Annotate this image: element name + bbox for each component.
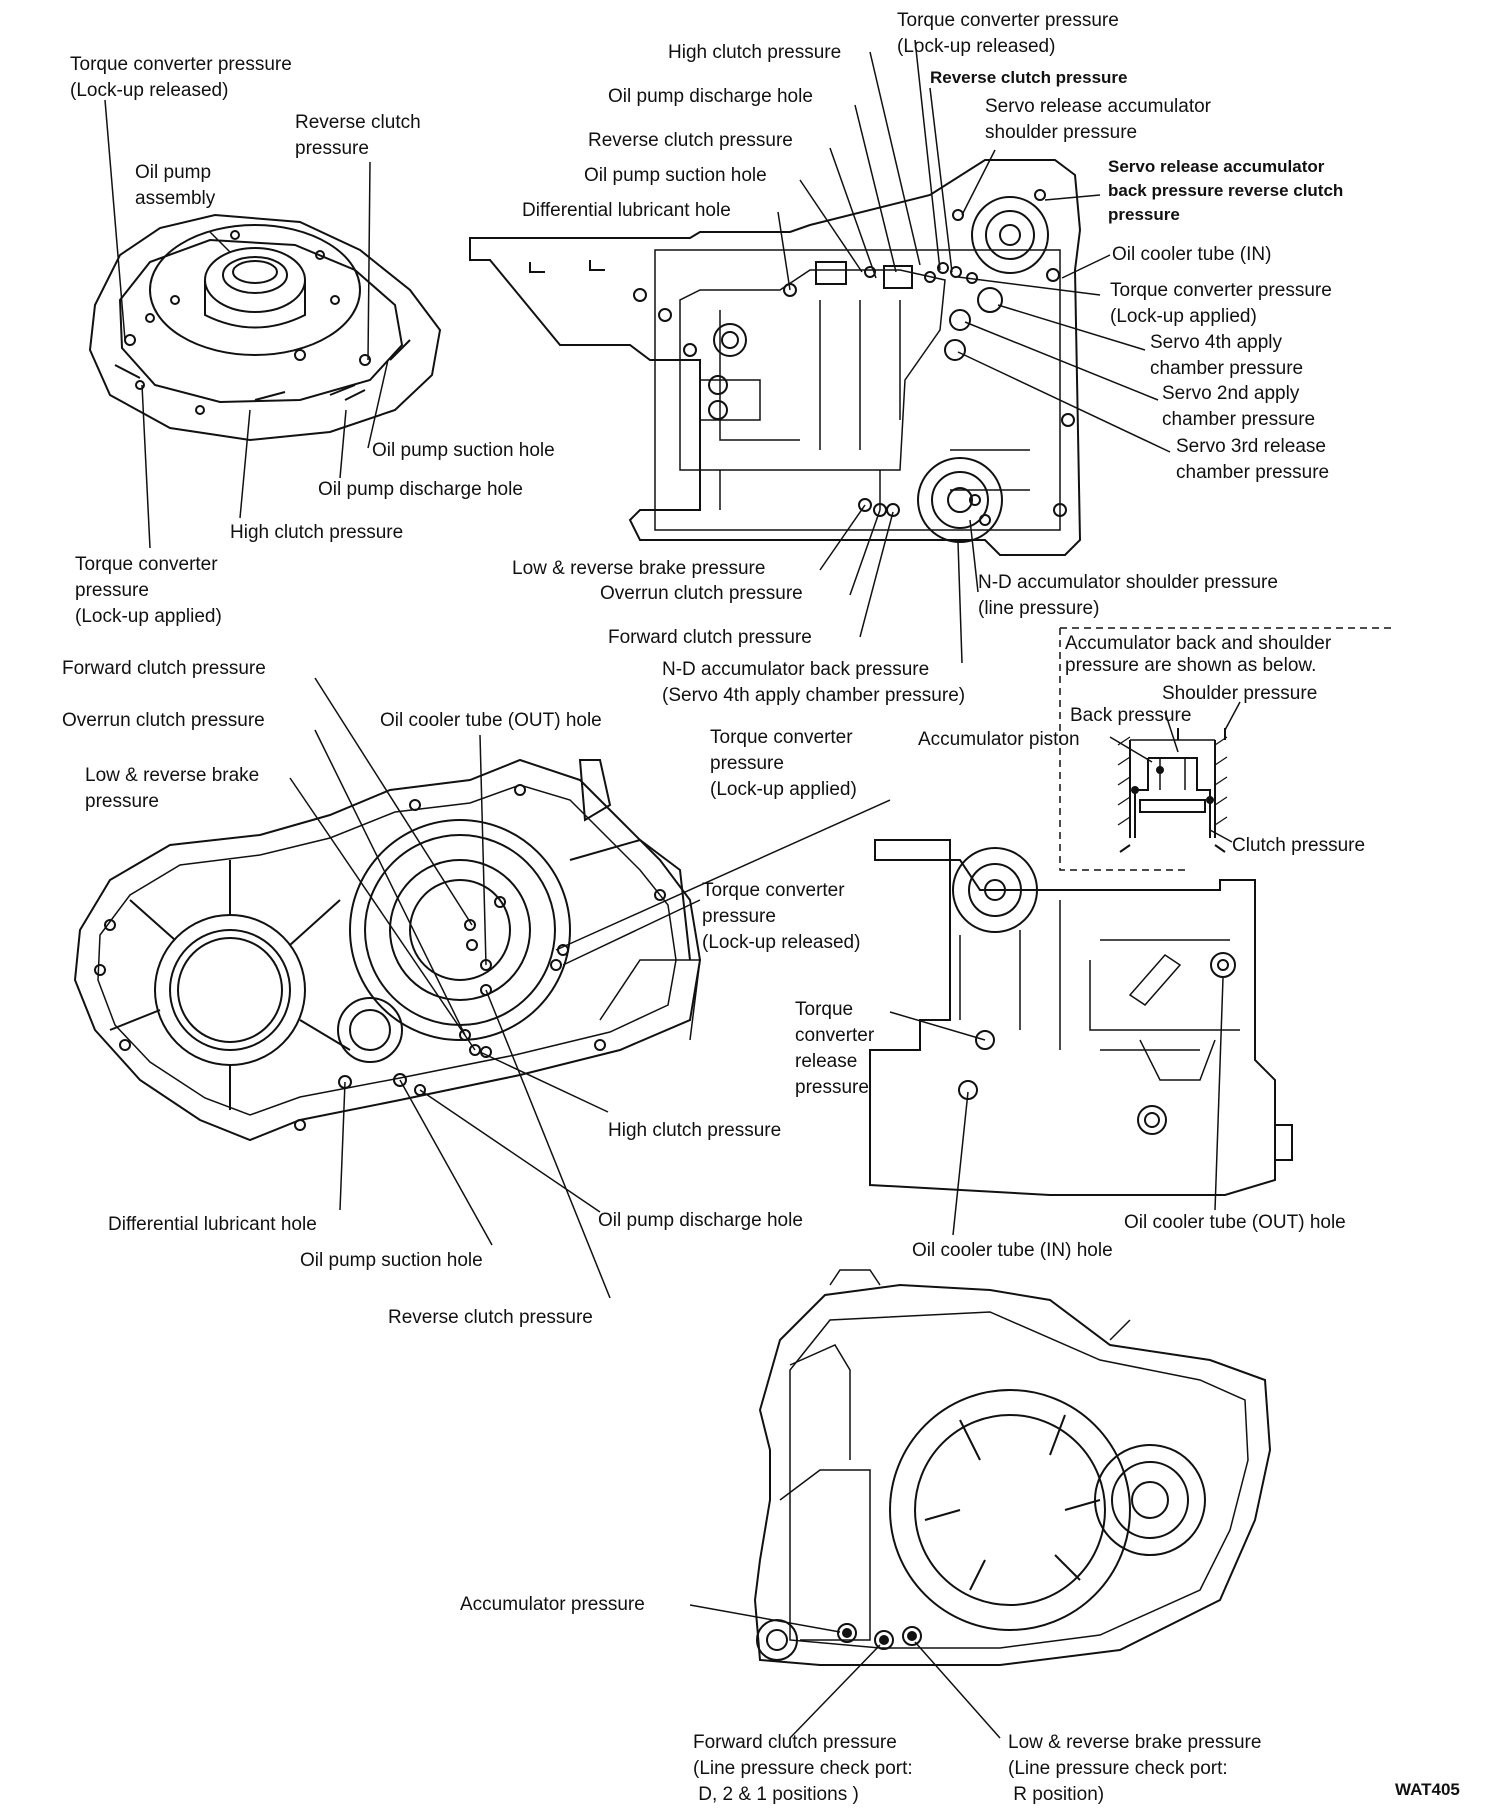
- side-tc-release-label: Torque converter release pressure: [795, 999, 875, 1098]
- pump-reverse-clutch-label: Reverse clutch pressure: [295, 112, 421, 159]
- inset-back-label: Back pressure: [1070, 705, 1192, 726]
- bottom-view-drawing: [753, 1269, 1272, 1666]
- case-nd-shoulder-label: N-D accumulator shoulder pressure (line …: [978, 572, 1278, 619]
- case-low-reverse-label: Low & reverse brake pressure: [512, 558, 766, 579]
- inset-shoulder-label: Shoulder pressure: [1162, 683, 1318, 704]
- case-suction-hole-label: Oil pump suction hole: [584, 165, 767, 186]
- housing-tc-applied-label: Torque converter pressure (Lock-up appli…: [710, 727, 857, 800]
- inset-clutch-label: Clutch pressure: [1232, 835, 1366, 856]
- housing-suction-label: Oil pump suction hole: [300, 1250, 483, 1271]
- pump-tc-applied-label: Torque converter pressure (Lock-up appli…: [75, 554, 222, 627]
- housing-low-reverse-label: Low & reverse brake pressure: [85, 765, 260, 812]
- bottom-forward-label: Forward clutch pressure (Line pressure c…: [693, 1732, 913, 1805]
- pump-assembly-label: Oil pump assembly: [135, 162, 216, 209]
- housing-diff-lube-label: Differential lubricant hole: [108, 1214, 317, 1235]
- bottom-accumulator-label: Accumulator pressure: [460, 1594, 645, 1615]
- case-tc-applied-label: Torque converter pressure (Lock-up appli…: [1110, 280, 1332, 327]
- case-servo-release-shoulder-label: Servo release accumulator shoulder press…: [985, 96, 1211, 143]
- housing-discharge-label: Oil pump discharge hole: [598, 1210, 803, 1231]
- inset-note: Accumulator back and shoulder pressure a…: [1065, 633, 1332, 676]
- converter-housing-drawing: [73, 758, 702, 1142]
- pump-tc-released-label: Torque converter pressure (Lock-up relea…: [70, 54, 292, 101]
- inset-piston-label: Accumulator piston: [918, 729, 1080, 750]
- case-nd-back-label: N-D accumulator back pressure (Servo 4th…: [662, 659, 966, 706]
- case-discharge-hole-label: Oil pump discharge hole: [608, 86, 813, 107]
- case-reverse-clutch-label: Reverse clutch pressure: [588, 130, 793, 151]
- case-servo-2nd-label: Servo 2nd apply chamber pressure: [1162, 383, 1316, 430]
- figure-code: WAT405: [1395, 1780, 1460, 1799]
- pump-discharge-hole-label: Oil pump discharge hole: [318, 479, 523, 500]
- case-reverse-clutch-bold-label: Reverse clutch pressure: [930, 68, 1128, 87]
- housing-reverse-label: Reverse clutch pressure: [388, 1307, 593, 1328]
- side-view-drawing: [869, 839, 1293, 1196]
- oil-pump-drawing: [88, 213, 442, 442]
- housing-overrun-label: Overrun clutch pressure: [62, 710, 265, 731]
- accumulator-inset-drawing: [1059, 627, 1396, 871]
- housing-high-clutch-label: High clutch pressure: [608, 1120, 782, 1141]
- bottom-low-reverse-label: Low & reverse brake pressure (Line press…: [1008, 1732, 1262, 1805]
- side-cooler-out-label: Oil cooler tube (OUT) hole: [1124, 1212, 1346, 1233]
- leader-lines: [104, 39, 1241, 1739]
- pump-high-clutch-label: High clutch pressure: [230, 522, 404, 543]
- case-diff-lube-label: Differential lubricant hole: [522, 200, 731, 221]
- case-oil-cooler-in-label: Oil cooler tube (IN): [1112, 244, 1272, 265]
- case-high-clutch-label: High clutch pressure: [668, 42, 842, 63]
- case-servo-3rd-label: Servo 3rd release chamber pressure: [1176, 436, 1330, 483]
- case-overrun-label: Overrun clutch pressure: [600, 583, 803, 604]
- housing-cooler-out-label: Oil cooler tube (OUT) hole: [380, 710, 602, 731]
- case-forward-label: Forward clutch pressure: [608, 627, 812, 648]
- case-tc-released-label: Torque converter pressure (Lock-up relea…: [897, 10, 1119, 57]
- side-cooler-in-label: Oil cooler tube (IN) hole: [912, 1240, 1113, 1261]
- case-top-drawing: [469, 159, 1082, 556]
- case-servo-4th-label: Servo 4th apply chamber pressure: [1150, 332, 1304, 379]
- case-servo-release-back-label: Servo release accumulator back pressure …: [1108, 157, 1344, 224]
- housing-tc-released-label: Torque converter pressure (Lock-up relea…: [702, 880, 861, 953]
- housing-forward-label: Forward clutch pressure: [62, 658, 266, 679]
- pump-suction-hole-label: Oil pump suction hole: [372, 440, 555, 461]
